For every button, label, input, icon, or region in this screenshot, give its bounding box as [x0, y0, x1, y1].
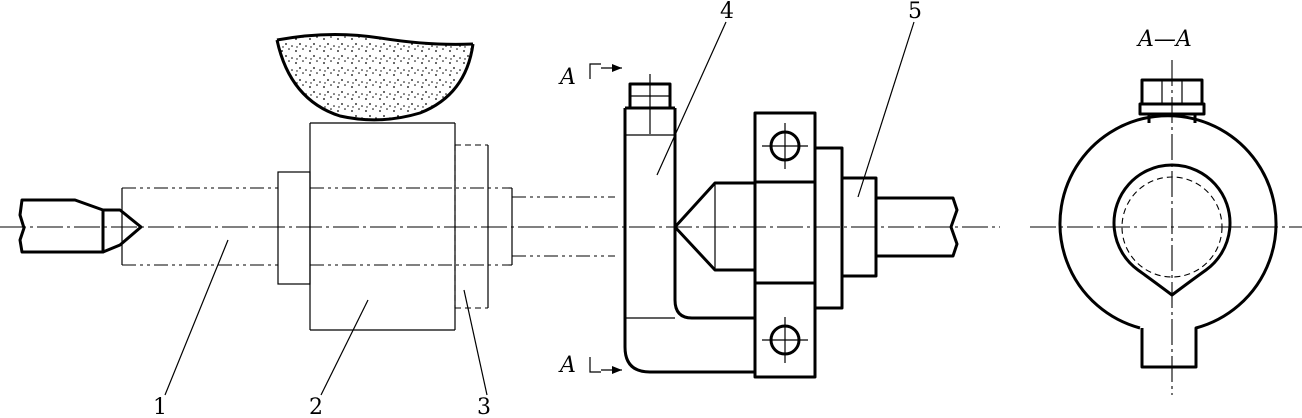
arbor-phantom — [121, 122, 615, 331]
leader-5 — [857, 21, 915, 198]
leader-4 — [656, 21, 727, 176]
section-view-a-a: A—A — [1030, 27, 1302, 395]
svg-text:A: A — [558, 353, 576, 378]
leader-3 — [463, 289, 488, 396]
driving-dog — [623, 106, 755, 374]
callout-5: 5 — [908, 0, 922, 24]
callout-2: 2 — [309, 395, 323, 418]
center-cone — [673, 181, 755, 272]
section-body — [1058, 114, 1278, 369]
dog-bolt — [628, 74, 672, 134]
svg-text:A: A — [558, 65, 576, 90]
leader-1 — [164, 239, 229, 396]
callout-4: 4 — [720, 0, 734, 24]
section-marker-top: A — [558, 63, 622, 90]
main-view: 1 2 3 — [0, 32, 1000, 418]
callout-3: 3 — [477, 395, 491, 418]
grinding-wheel — [275, 32, 475, 122]
section-view-title: A—A — [1136, 27, 1192, 52]
section-marker-bottom: A — [558, 353, 622, 378]
tool-bit — [18, 198, 143, 254]
clamp-body — [753, 111, 959, 379]
clamp-assembly: A A — [558, 0, 959, 379]
callout-1: 1 — [153, 395, 167, 418]
leader-2 — [320, 299, 369, 396]
